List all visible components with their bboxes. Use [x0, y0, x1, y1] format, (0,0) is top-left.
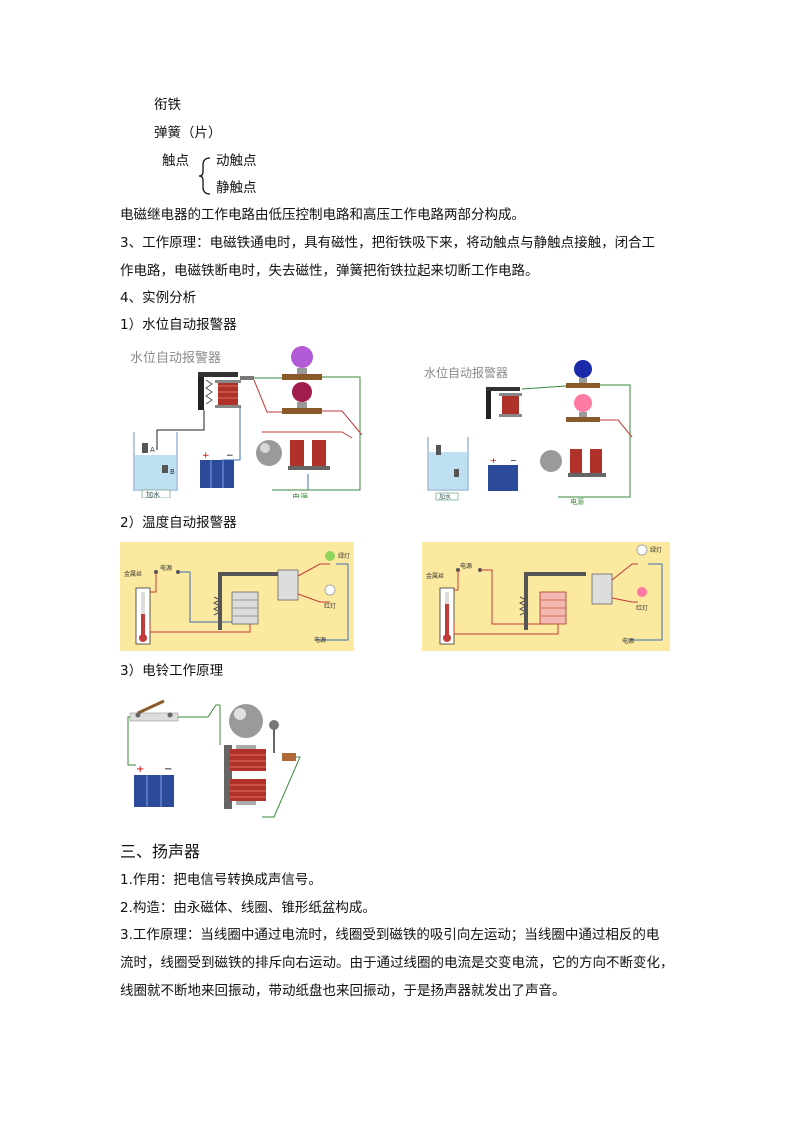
- coil-icon: [230, 749, 266, 771]
- electric-bell-diagram: + −: [127, 699, 301, 818]
- svg-text:电源: 电源: [292, 492, 308, 498]
- svg-text:绿灯: 绿灯: [338, 552, 350, 560]
- static-contact-label: 静触点: [216, 180, 257, 196]
- speaker-line-5: 线圈就不断地来回振动，带动纸盘也来回振动，于是扬声器就发出了声音。: [120, 983, 566, 999]
- svg-text:−: −: [510, 456, 517, 465]
- example-heading: 4、实例分析: [120, 290, 197, 306]
- svg-text:−: −: [164, 764, 172, 775]
- bulb-icon: [291, 346, 313, 368]
- svg-text:电源: 电源: [314, 636, 326, 644]
- svg-text:+: +: [490, 456, 497, 465]
- svg-text:红灯: 红灯: [636, 604, 648, 612]
- svg-text:电源: 电源: [570, 497, 584, 505]
- svg-text:绿灯: 绿灯: [650, 546, 662, 554]
- svg-text:加水: 加水: [146, 490, 160, 498]
- svg-text:金属丝: 金属丝: [426, 572, 444, 580]
- speaker-line-3: 3.工作原理：当线圈中通过电流时，线圈受到磁铁的吸引向左运动；当线圈中通过相反的…: [120, 927, 660, 943]
- relay-circuit-text: 电磁继电器的工作电路由低压控制电路和高压工作电路两部分构成。: [120, 207, 525, 223]
- battery-icon: [134, 775, 174, 807]
- bell-icon: [229, 704, 263, 738]
- contact-label: 触点: [162, 153, 189, 169]
- section-heading-speaker: 三、扬声器: [120, 842, 201, 861]
- svg-text:电源: 电源: [460, 562, 472, 570]
- bell-icon: [256, 440, 282, 466]
- battery-icon: [200, 460, 234, 488]
- svg-text:加水: 加水: [439, 493, 451, 501]
- speaker-line-4: 流时，线圈受到磁铁的排斥向右运动。由于通过线圈的电流是交变电流，它的方向不断变化…: [120, 955, 674, 971]
- svg-text:电源: 电源: [160, 564, 172, 572]
- svg-text:电源: 电源: [622, 637, 634, 645]
- svg-text:−: −: [226, 451, 234, 461]
- svg-text:+: +: [136, 764, 144, 775]
- green-lamp-icon: [636, 544, 648, 556]
- water-alarm-diagram-2: 水位自动报警器 加水 + − 电源: [424, 360, 633, 505]
- water-figure-title-2: 水位自动报警器: [424, 365, 508, 380]
- coil-icon: [218, 382, 238, 406]
- temp-alarm-diagram-1: 金属丝 电源 绿灯 红灯 电源: [120, 542, 354, 651]
- svg-text:A: A: [150, 446, 155, 454]
- curly-brace-icon: [198, 157, 211, 195]
- red-lamp-icon: [637, 587, 647, 597]
- battery-icon: [488, 465, 518, 491]
- green-lamp-icon: [325, 551, 335, 561]
- water-figure-title: 水位自动报警器: [130, 350, 221, 366]
- bell-icon: [540, 450, 562, 472]
- coil-icon: [230, 779, 266, 801]
- svg-text:红灯: 红灯: [324, 602, 336, 610]
- armature-label: 衔铁: [154, 97, 181, 113]
- spring-label: 弹簧（片）: [154, 125, 222, 141]
- svg-text:B: B: [170, 468, 175, 476]
- temp-alarm-diagram-2: 金属丝 电源 绿灯 红灯 电源: [422, 542, 670, 651]
- bulb-icon: [574, 394, 592, 412]
- bulb-icon: [574, 360, 592, 378]
- speaker-line-2: 2.构造：由永磁体、线圈、锥形纸盆构成。: [120, 900, 376, 916]
- sub-heading-bell: 3）电铃工作原理: [120, 663, 224, 679]
- red-lamp-icon: [324, 584, 336, 596]
- svg-text:+: +: [202, 451, 210, 461]
- sub-heading-temp: 2）温度自动报警器: [120, 515, 237, 531]
- water-alarm-diagram-1: 水位自动报警器 A B 加水 + − 电源: [130, 346, 363, 498]
- speaker-line-1: 1.作用：把电信号转换成声信号。: [120, 872, 322, 888]
- bulb-icon: [292, 382, 312, 402]
- principle-line-1: 3、工作原理：电磁铁通电时，具有磁性，把衔铁吸下来，将动触点与静触点接触，闭合工: [120, 235, 656, 251]
- moving-contact-label: 动触点: [216, 153, 257, 169]
- svg-text:金属丝: 金属丝: [124, 570, 142, 578]
- sub-heading-water: 1）水位自动报警器: [120, 317, 237, 333]
- principle-line-2: 作电路，电磁铁断电时，失去磁性，弹簧把衔铁拉起来切断工作电路。: [120, 263, 539, 279]
